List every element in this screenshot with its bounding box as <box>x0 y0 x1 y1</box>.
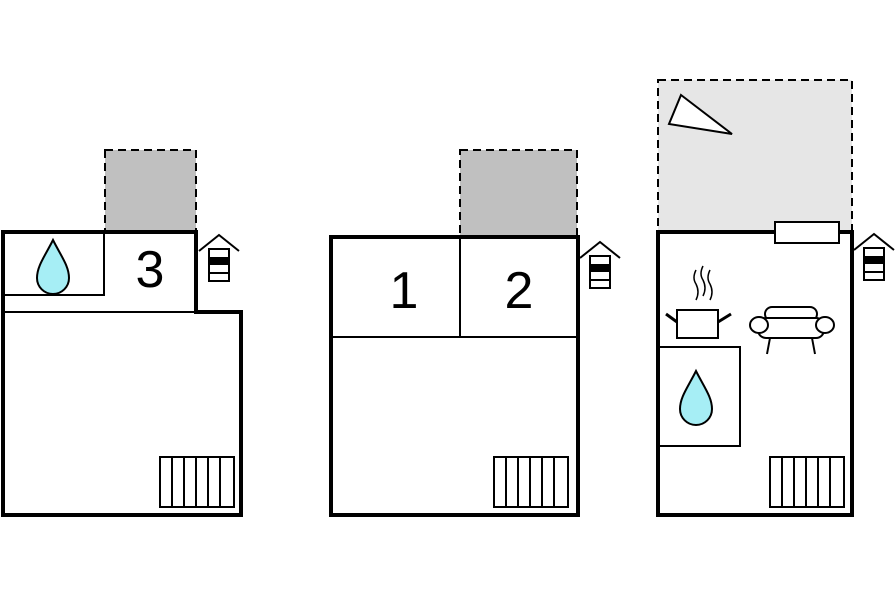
stairs-house-icon <box>579 241 621 289</box>
balcony-middle <box>459 149 578 238</box>
stairs-house-icon <box>198 234 240 282</box>
window-bar-icon <box>774 221 840 244</box>
balcony-left <box>104 149 197 233</box>
triangle-icon <box>667 93 733 135</box>
bathroom-wall <box>3 232 105 296</box>
radiator-icon <box>493 456 569 508</box>
stairs-house-icon <box>853 233 895 281</box>
room-number-3: 3 <box>136 241 165 299</box>
sofa-icon <box>749 306 835 355</box>
floor-middle: 1 2 <box>329 149 621 517</box>
outer-wall-left <box>1 230 243 517</box>
room-number-1: 1 <box>390 262 419 320</box>
cooking-pot-icon <box>665 265 732 339</box>
bathroom-wall <box>658 346 741 447</box>
radiator-icon <box>159 456 235 508</box>
floor-left: 3 <box>1 149 243 517</box>
radiator-icon <box>769 456 845 508</box>
room-number-2: 2 <box>505 262 534 320</box>
floor-right <box>656 79 895 517</box>
